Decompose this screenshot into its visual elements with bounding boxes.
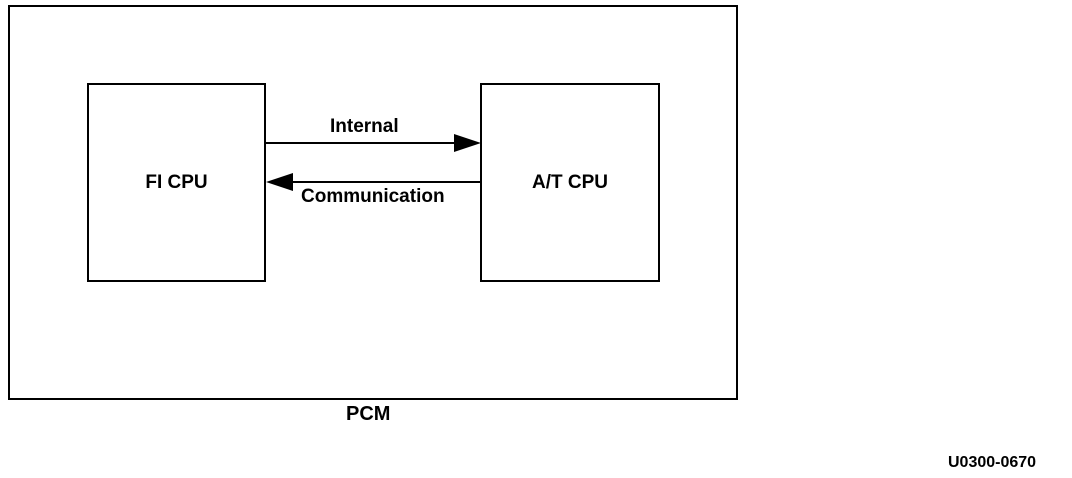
at-cpu-label: A/T CPU — [532, 171, 608, 193]
internal-label: Internal — [330, 116, 399, 137]
at-cpu-block: A/T CPU — [480, 83, 660, 282]
pcm-container-box — [8, 5, 738, 400]
figure-id-label: U0300-0670 — [948, 454, 1037, 471]
fi-cpu-label: FI CPU — [145, 171, 208, 193]
fi-cpu-block: FI CPU — [87, 83, 266, 282]
pcm-label: PCM — [346, 403, 391, 425]
communication-label: Communication — [301, 186, 445, 207]
arrow-fi-to-at-head — [454, 134, 481, 152]
arrow-at-to-fi-head — [266, 173, 293, 191]
